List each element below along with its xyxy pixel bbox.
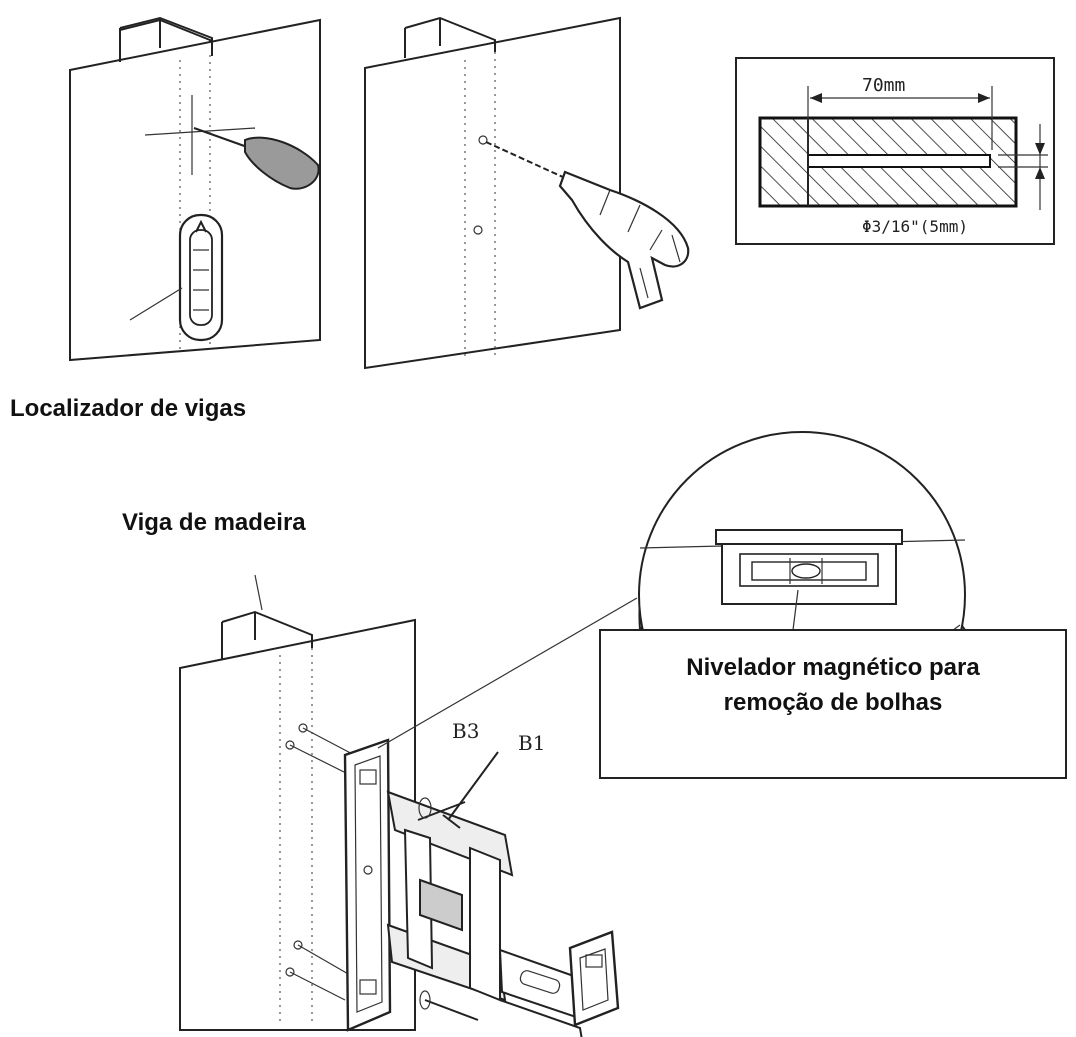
panel-stud-finder <box>69 16 321 362</box>
screw-b1-icon <box>442 751 499 829</box>
wall-plate-icon <box>343 738 392 1032</box>
level-label-line-1: Nivelador magnético para <box>686 654 980 681</box>
panel-drilling <box>364 16 690 370</box>
level-label-box: Nivelador magnético para remoção de bolh… <box>599 629 1067 779</box>
level-label-line-2: remoção de bolhas <box>724 689 943 716</box>
lag-bolt-bottom-icon <box>419 990 479 1021</box>
caption-stud-finder: Localizador de vigas <box>10 395 246 422</box>
screw-b3-icon <box>417 797 466 821</box>
depth-dimension: 70mm <box>862 75 905 96</box>
panel-hole-detail: 70mm Φ3/16"(5mm) <box>735 57 1055 245</box>
stud-finder-device-icon <box>178 213 224 342</box>
awl-icon <box>193 127 320 190</box>
wall-board-1 <box>69 18 321 362</box>
part-label-b1: B1 <box>518 731 545 755</box>
drill-icon <box>485 141 690 310</box>
wall-board-2 <box>364 16 621 370</box>
part-label-b3: B3 <box>452 719 479 743</box>
tv-plate-icon <box>568 930 620 1027</box>
diameter-dimension: Φ3/16"(5mm) <box>862 217 968 236</box>
articulating-arm-icon <box>386 790 586 1037</box>
panel-bracket-mount: B3 B1 <box>179 610 620 1037</box>
caption-wood-stud: Viga de madeira <box>122 509 306 536</box>
bubble-level-icon <box>715 529 903 605</box>
